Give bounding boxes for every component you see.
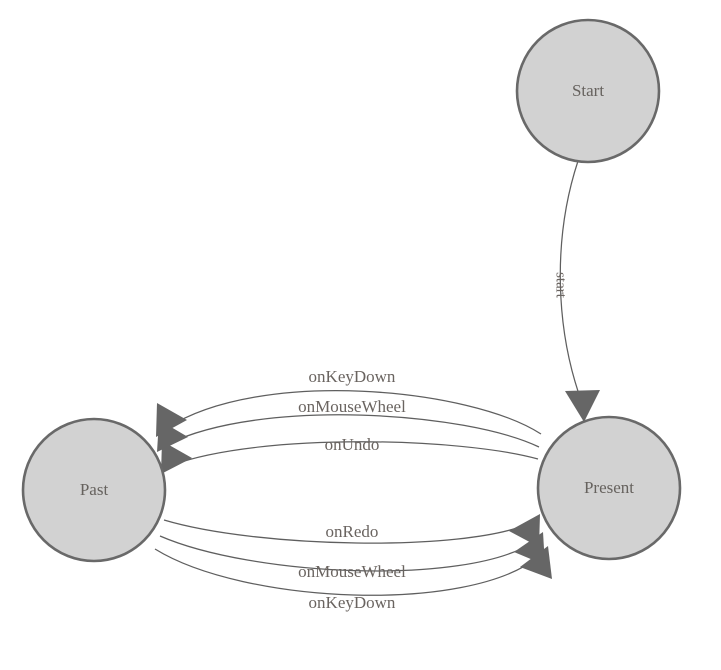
node-start[interactable]: Start xyxy=(515,18,661,164)
edge-start-path xyxy=(559,160,582,401)
edge-onredo-path xyxy=(163,519,529,544)
edge-label-start: start xyxy=(553,272,569,299)
edge-onmousewheel-dn-path xyxy=(159,535,533,572)
edge-label-onmousewheel-up: onMouseWheel xyxy=(298,397,406,416)
edge-label-onundo: onUndo xyxy=(325,435,380,454)
edge-onkeydown-dn-path xyxy=(154,548,539,596)
edge-onkeydown-up-path xyxy=(166,390,542,435)
edge-label-onredo: onRedo xyxy=(326,522,379,541)
node-start-label: Start xyxy=(572,81,604,100)
node-present-label: Present xyxy=(584,478,634,497)
edge-start[interactable] xyxy=(559,160,600,422)
edge-onundo-present-to-past[interactable] xyxy=(161,441,539,474)
edge-onundo-path xyxy=(171,441,539,466)
edge-onredo-arrowhead xyxy=(509,514,540,547)
edge-label-onkeydown-dn: onKeyDown xyxy=(309,593,396,612)
edge-label-onmousewheel-dn: onMouseWheel xyxy=(298,562,406,581)
node-present[interactable]: Present xyxy=(536,415,682,561)
edge-start-arrowhead xyxy=(565,390,600,422)
edge-onmousewheel-up-path xyxy=(167,414,540,448)
edge-label-onkeydown-up: onKeyDown xyxy=(309,367,396,386)
node-start-circle xyxy=(515,18,661,164)
node-past-label: Past xyxy=(80,480,109,499)
edge-onundo-arrowhead xyxy=(161,441,192,474)
node-present-circle xyxy=(536,415,682,561)
edge-onkeydown-past-to-present[interactable] xyxy=(154,546,552,596)
edge-onkeydown-dn-arrowhead xyxy=(520,546,552,579)
node-past-circle xyxy=(21,417,167,563)
edge-onredo-past-to-present[interactable] xyxy=(163,514,540,547)
node-past[interactable]: Past xyxy=(21,417,167,563)
